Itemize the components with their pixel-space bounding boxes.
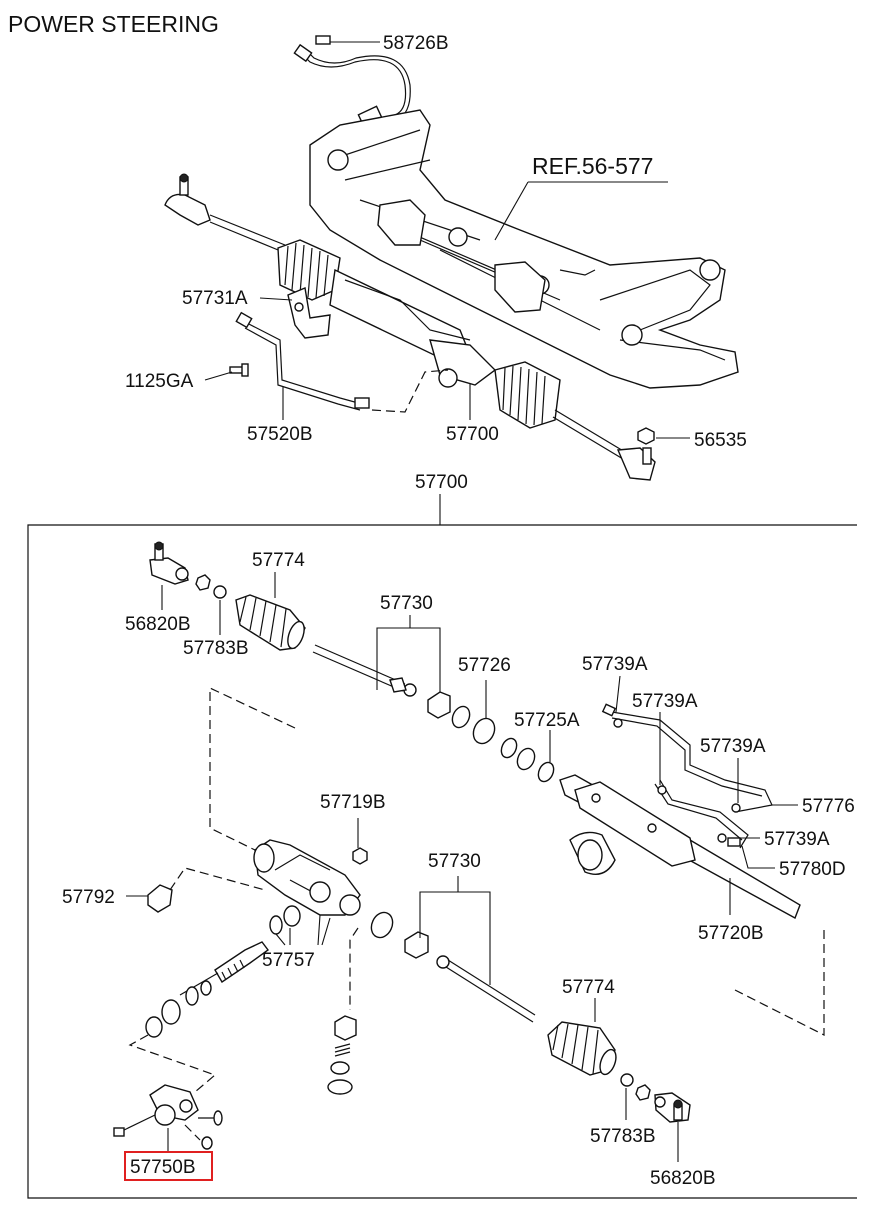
nut-57719B [352, 847, 368, 865]
locknut-57783B-left [213, 585, 227, 599]
label-57725A: 57725A [514, 710, 580, 731]
ring-f [185, 986, 199, 1006]
locknut-lower [327, 1079, 353, 1095]
nut-right [635, 1084, 651, 1101]
gear-housing [253, 839, 361, 916]
clamp-bracket [287, 287, 331, 339]
label-57730-lower: 57730 [428, 851, 481, 872]
ref-label: REF.56-577 [532, 153, 653, 179]
oring-57725A [537, 761, 555, 783]
label-57730-upper: 57730 [380, 593, 433, 614]
label-57700-box: 57700 [415, 472, 468, 493]
label-57520B: 57520B [247, 424, 313, 445]
locknut-57783B-right [620, 1073, 634, 1087]
highlight-box-57750B [124, 1151, 213, 1181]
ring-c [516, 747, 536, 771]
boot-left [235, 594, 306, 651]
label-1125GA: 1125GA [125, 371, 194, 392]
exploded-view-frame [27, 524, 857, 1199]
boot-right [547, 1021, 617, 1076]
label-57719B: 57719B [320, 792, 386, 813]
label-57726: 57726 [458, 655, 511, 676]
label-57757: 57757 [262, 950, 315, 971]
housing-dash-top [209, 687, 296, 851]
bushing-57726 [472, 717, 496, 745]
label-57776: 57776 [802, 796, 855, 817]
label-57720B: 57720B [698, 923, 764, 944]
ring-g [200, 980, 212, 996]
subframe [309, 109, 739, 389]
label-57780D: 57780D [779, 859, 846, 880]
diagram-title: POWER STEERING [8, 11, 219, 37]
inner-tie-rod-lower [436, 955, 536, 1023]
label-57739A-2: 57739A [632, 691, 698, 712]
ring-d [145, 1016, 163, 1038]
label-56820B-right: 56820B [650, 1168, 716, 1189]
exploded-assembly: 56820B 57783B 57774 57730 57726 5 [62, 541, 855, 1189]
label-57783B-left: 57783B [183, 638, 249, 659]
label-57739A-1: 57739A [582, 654, 648, 675]
ring-e [161, 999, 181, 1025]
label-57783B-right: 57783B [590, 1126, 656, 1147]
label-57731A: 57731A [182, 288, 248, 309]
yoke [334, 1015, 357, 1041]
housing-dash-guide [734, 930, 825, 1036]
bolt-1125GA [229, 363, 249, 377]
label-57750B: 57750B [130, 1157, 196, 1178]
upper-assembly: 58726B REF.56-577 57731A 1125GA 57520B 5… [125, 33, 747, 481]
return-pipe [235, 311, 449, 413]
inner-tie-rod-upper [312, 644, 417, 697]
valve-cover-57750B [113, 1084, 223, 1150]
label-57774-right: 57774 [562, 977, 615, 998]
plug [330, 1061, 350, 1075]
label-57739A-4: 57739A [764, 829, 830, 850]
rack-housing [559, 774, 801, 919]
seal-right [370, 911, 394, 939]
sleeve [427, 691, 451, 719]
tie-rod-end-left [149, 541, 189, 585]
tie-rod-end-right [654, 1092, 691, 1123]
bushing-57792 [147, 884, 173, 913]
label-57774-left: 57774 [252, 550, 305, 571]
feed-pipes [601, 703, 773, 849]
label-57792: 57792 [62, 887, 115, 908]
sleeve-lower [404, 931, 429, 959]
spring [334, 1043, 351, 1057]
label-56820B-left: 56820B [125, 614, 191, 635]
ring-a [451, 705, 471, 729]
label-57739A-3: 57739A [700, 736, 766, 757]
label-56535: 56535 [694, 430, 747, 451]
label-57700-top: 57700 [446, 424, 499, 445]
steering-gear-upper [164, 173, 656, 481]
nut-left [195, 574, 211, 591]
label-58726B: 58726B [383, 33, 449, 54]
ring-b [500, 737, 518, 759]
